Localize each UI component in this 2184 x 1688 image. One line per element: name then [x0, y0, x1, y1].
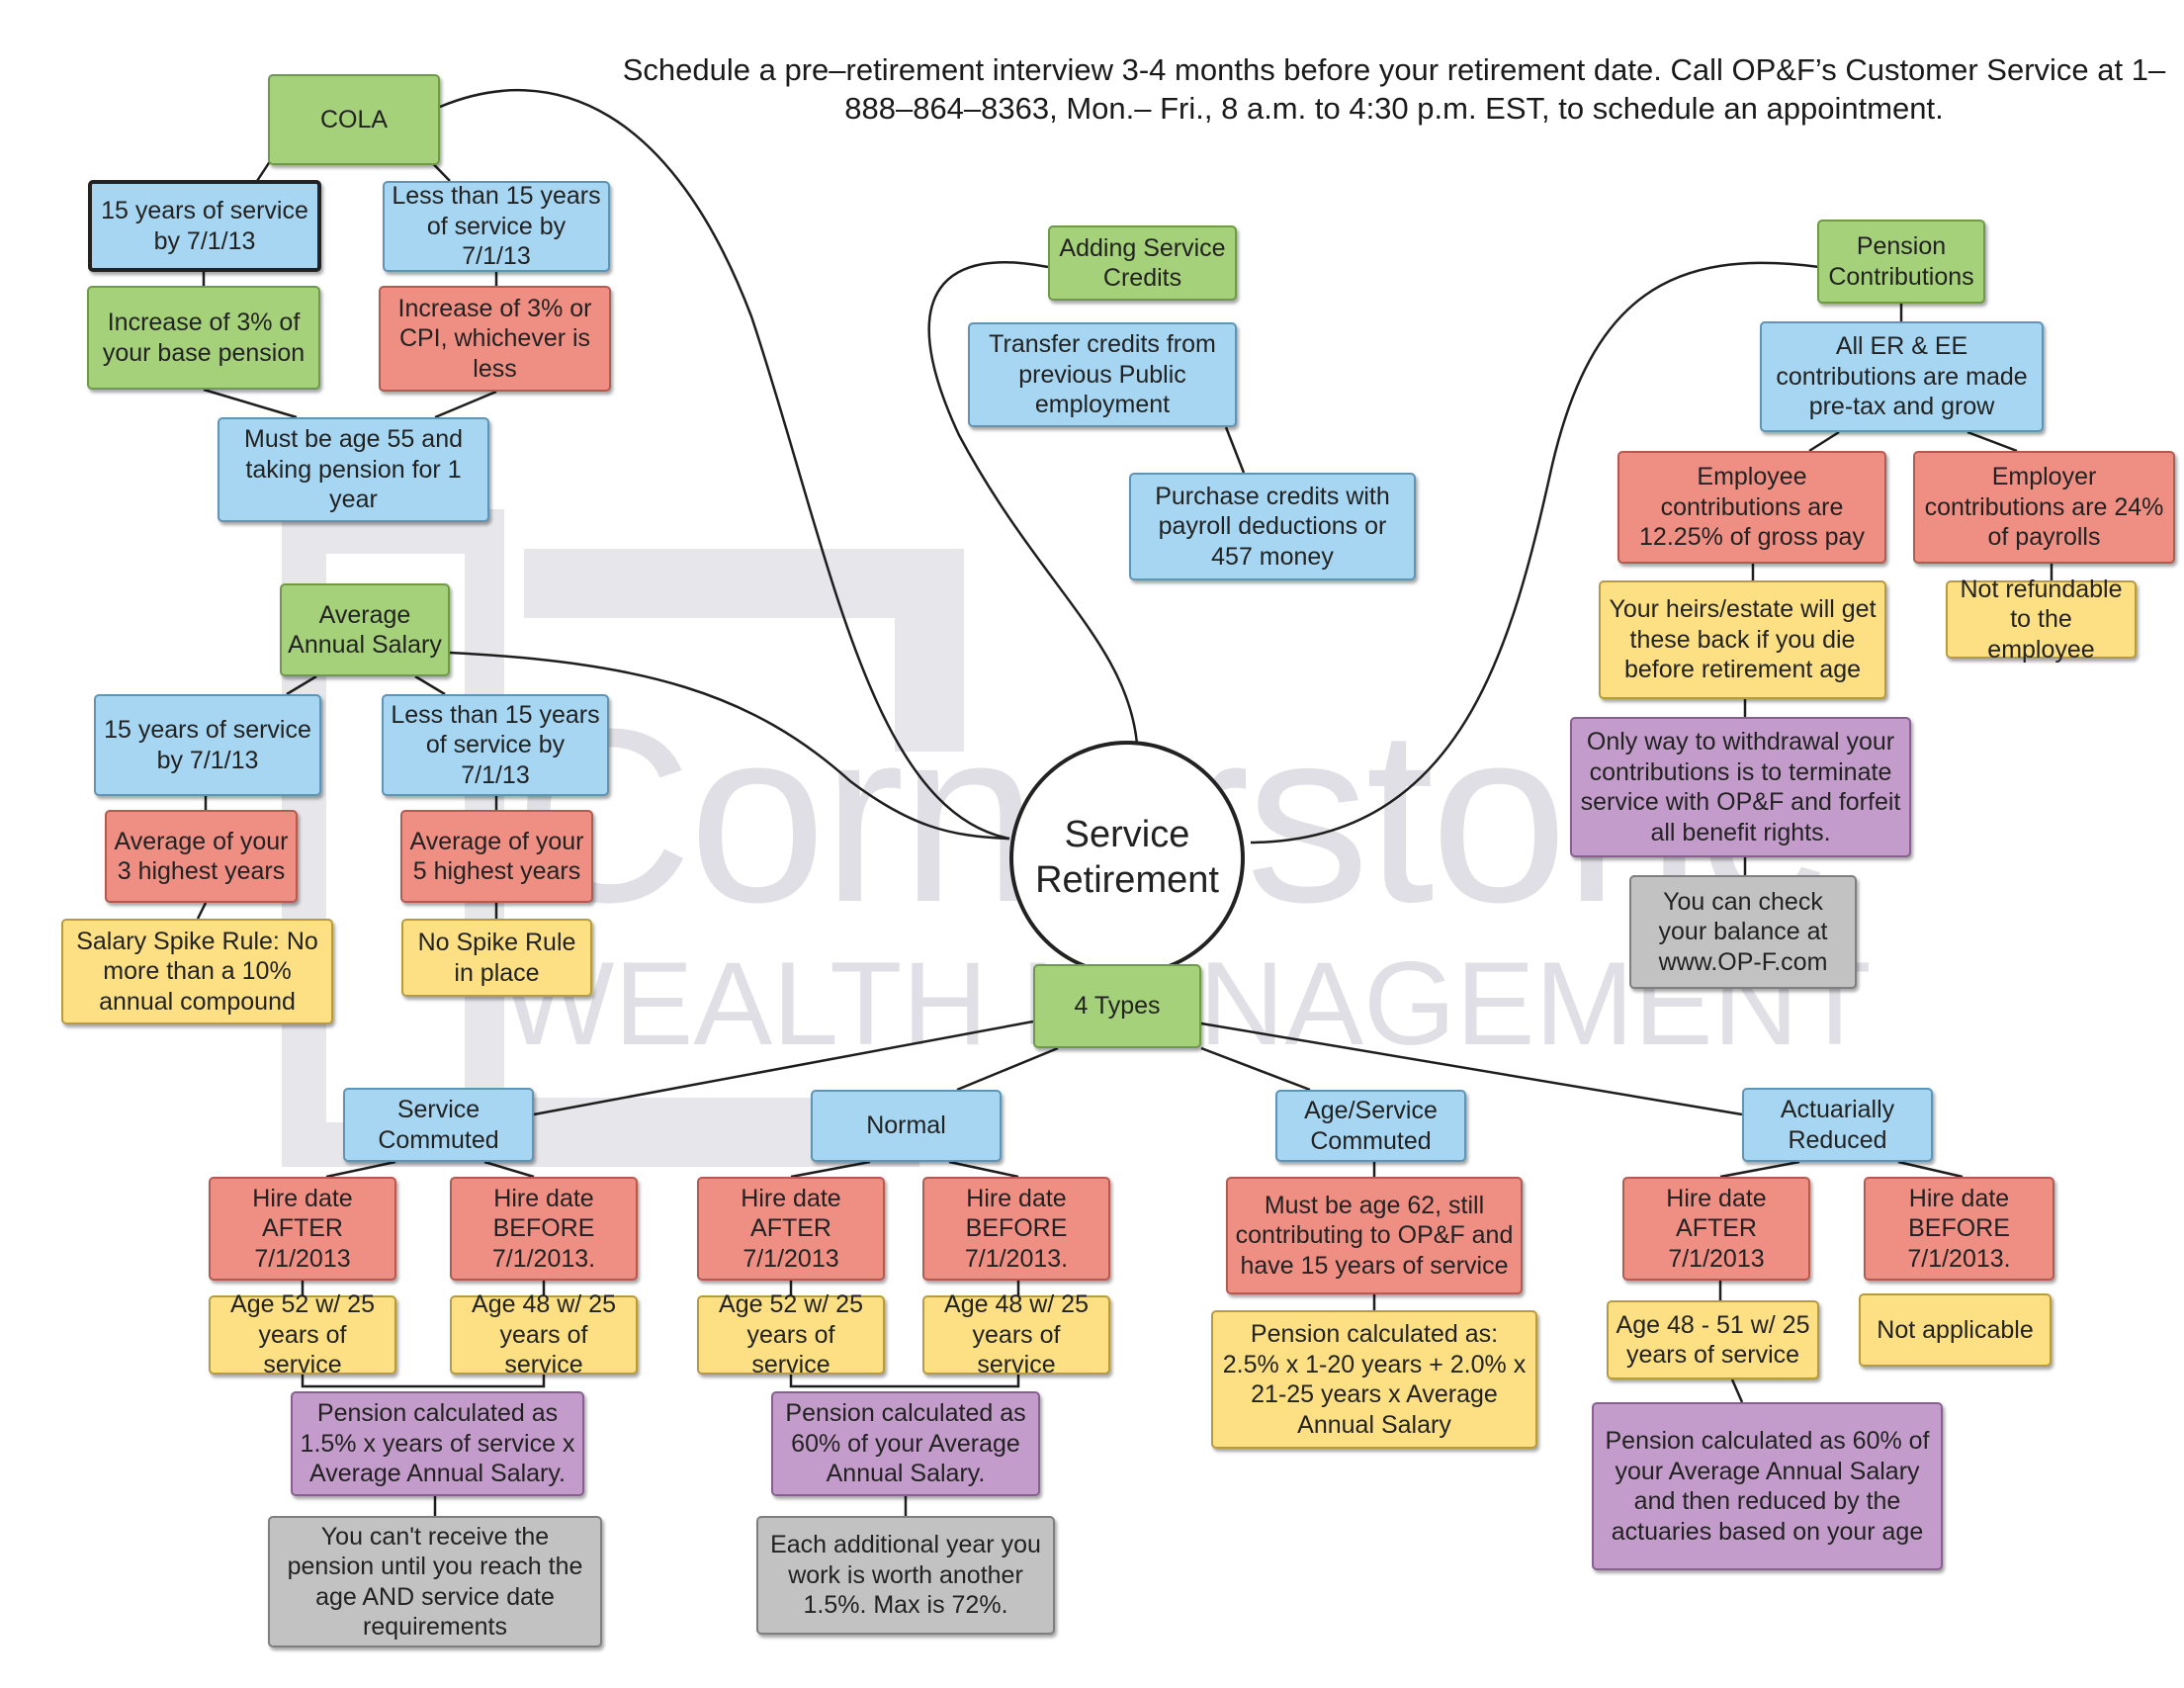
connector-inccpi-age55 [434, 390, 497, 419]
as-requirement-node: Must be age 62, still contributing to OP… [1226, 1177, 1523, 1294]
normal-age-52-node: Age 52 w/ 25 years of service [697, 1290, 885, 1378]
connector-n-after [790, 1160, 871, 1179]
avg-salary-node: Average Annual Salary [280, 583, 450, 676]
withdraw-contributions-node: Only way to withdrawal your contribution… [1570, 717, 1911, 857]
connector-sc-ages-calc [301, 1375, 546, 1388]
connector-n-before [948, 1160, 1019, 1179]
actuarially-reduced-node: Actuarially Reduced [1742, 1088, 1933, 1162]
connector-types-servicecommuted [533, 1020, 1034, 1116]
cola-increase-3-node: Increase of 3% of your base pension [87, 286, 320, 390]
cola-increase-cpi-node: Increase of 3% or CPI, whichever is less [379, 286, 611, 392]
connector-three-spike [196, 902, 208, 920]
ar-age-48-51-node: Age 48 - 51 w/ 25 years of service [1607, 1300, 1819, 1379]
pension-contributions-node: Pension Contributions [1817, 220, 1985, 304]
watermark-corner-shape [524, 549, 964, 752]
avg-3-highest-node: Average of your 3 highest years [105, 810, 298, 903]
connector-ar-after [1719, 1160, 1800, 1179]
purchase-credits-node: Purchase credits with payroll deductions… [1129, 473, 1416, 580]
cola-node: COLA [268, 74, 440, 165]
connector-credits-center [927, 260, 1139, 745]
normal-calc-node: Pension calculated as 60% of your Averag… [771, 1391, 1040, 1496]
sc-age-48-node: Age 48 w/ 25 years of service [450, 1290, 638, 1378]
employer-contributions-node: Employer contributions are 24% of payrol… [1913, 451, 2175, 564]
sc-calc-node: Pension calculated as 1.5% x years of se… [291, 1391, 584, 1496]
normal-note-node: Each additional year you work is worth a… [756, 1516, 1055, 1635]
employee-contributions-node: Employee contributions are 12.25% of gro… [1617, 451, 1886, 564]
connector-avg-less [414, 674, 446, 696]
cola-15-years-node: 15 years of service by 7/1/13 [88, 180, 321, 272]
all-contributions-node: All ER & EE contributions are made pre-t… [1760, 321, 2044, 432]
normal-hire-before-node: Hire date BEFORE 7/1/2013. [922, 1177, 1110, 1281]
connector-inc3-age55 [203, 388, 298, 419]
connector-types-ageservice [1200, 1046, 1311, 1092]
normal-node: Normal [811, 1090, 1002, 1162]
avg-spike-rule-node: Salary Spike Rule: No more than a 10% an… [61, 919, 333, 1024]
avg-15-years-node: 15 years of service by 7/1/13 [94, 694, 321, 796]
avg-5-highest-node: Average of your 5 highest years [400, 810, 593, 903]
service-commuted-node: Service Commuted [343, 1088, 534, 1162]
sc-hire-after-node: Hire date AFTER 7/1/2013 [209, 1177, 396, 1281]
connector-all-employer [1966, 430, 2018, 453]
connector-avg-15 [286, 674, 317, 696]
normal-age-48-node: Age 48 w/ 25 years of service [922, 1290, 1110, 1378]
connector-sc-after [325, 1160, 396, 1179]
check-balance-node: You can check your balance at www.OP-F.c… [1629, 875, 1857, 989]
center-service-retirement: Service Retirement [1009, 741, 1245, 976]
normal-hire-after-node: Hire date AFTER 7/1/2013 [697, 1177, 885, 1281]
ar-not-applicable-node: Not applicable [1859, 1293, 2052, 1367]
service-credits-node: Adding Service Credits [1048, 225, 1237, 301]
as-calc-node: Pension calculated as: 2.5% x 1-20 years… [1211, 1310, 1537, 1449]
connector-types-actuarial [1200, 1022, 1743, 1116]
header-note: Schedule a pre–retirement interview 3-4 … [622, 52, 2166, 126]
cola-less-15-years-node: Less than 15 years of service by 7/1/13 [383, 181, 610, 272]
connector-sc-before [483, 1160, 535, 1179]
connector-pension-center [1250, 261, 1820, 844]
sc-note-node: You can't receive the pension until you … [268, 1516, 602, 1647]
connector-avgsalary-center [449, 651, 1010, 841]
ar-calc-node: Pension calculated as 60% of your Averag… [1592, 1402, 1943, 1570]
connector-transfer-purchase [1224, 426, 1246, 474]
avg-no-spike-node: No Spike Rule in place [401, 919, 592, 997]
ar-hire-before-node: Hire date BEFORE 7/1/2013. [1864, 1177, 2054, 1281]
age-service-commuted-node: Age/Service Commuted [1275, 1090, 1466, 1162]
avg-less-15-years-node: Less than 15 years of service by 7/1/13 [382, 694, 609, 796]
connector-all-employee [1808, 430, 1840, 453]
four-types-node: 4 Types [1033, 964, 1201, 1048]
connector-n-ages-calc [789, 1375, 1020, 1388]
cola-age-55-node: Must be age 55 and taking pension for 1 … [218, 417, 489, 522]
not-refundable-node: Not refundable to the employee [1946, 576, 2137, 664]
connector-ar-age-calc [1730, 1378, 1744, 1403]
transfer-credits-node: Transfer credits from previous Public em… [968, 322, 1237, 427]
ar-hire-after-node: Hire date AFTER 7/1/2013 [1622, 1177, 1810, 1281]
heirs-estate-node: Your heirs/estate will get these back if… [1599, 580, 1886, 699]
connector-types-normal [956, 1046, 1059, 1092]
sc-age-52-node: Age 52 w/ 25 years of service [209, 1290, 396, 1378]
connector-ar-before [1897, 1160, 1964, 1179]
sc-hire-before-node: Hire date BEFORE 7/1/2013. [450, 1177, 638, 1281]
connector-cola-center [439, 88, 1010, 841]
